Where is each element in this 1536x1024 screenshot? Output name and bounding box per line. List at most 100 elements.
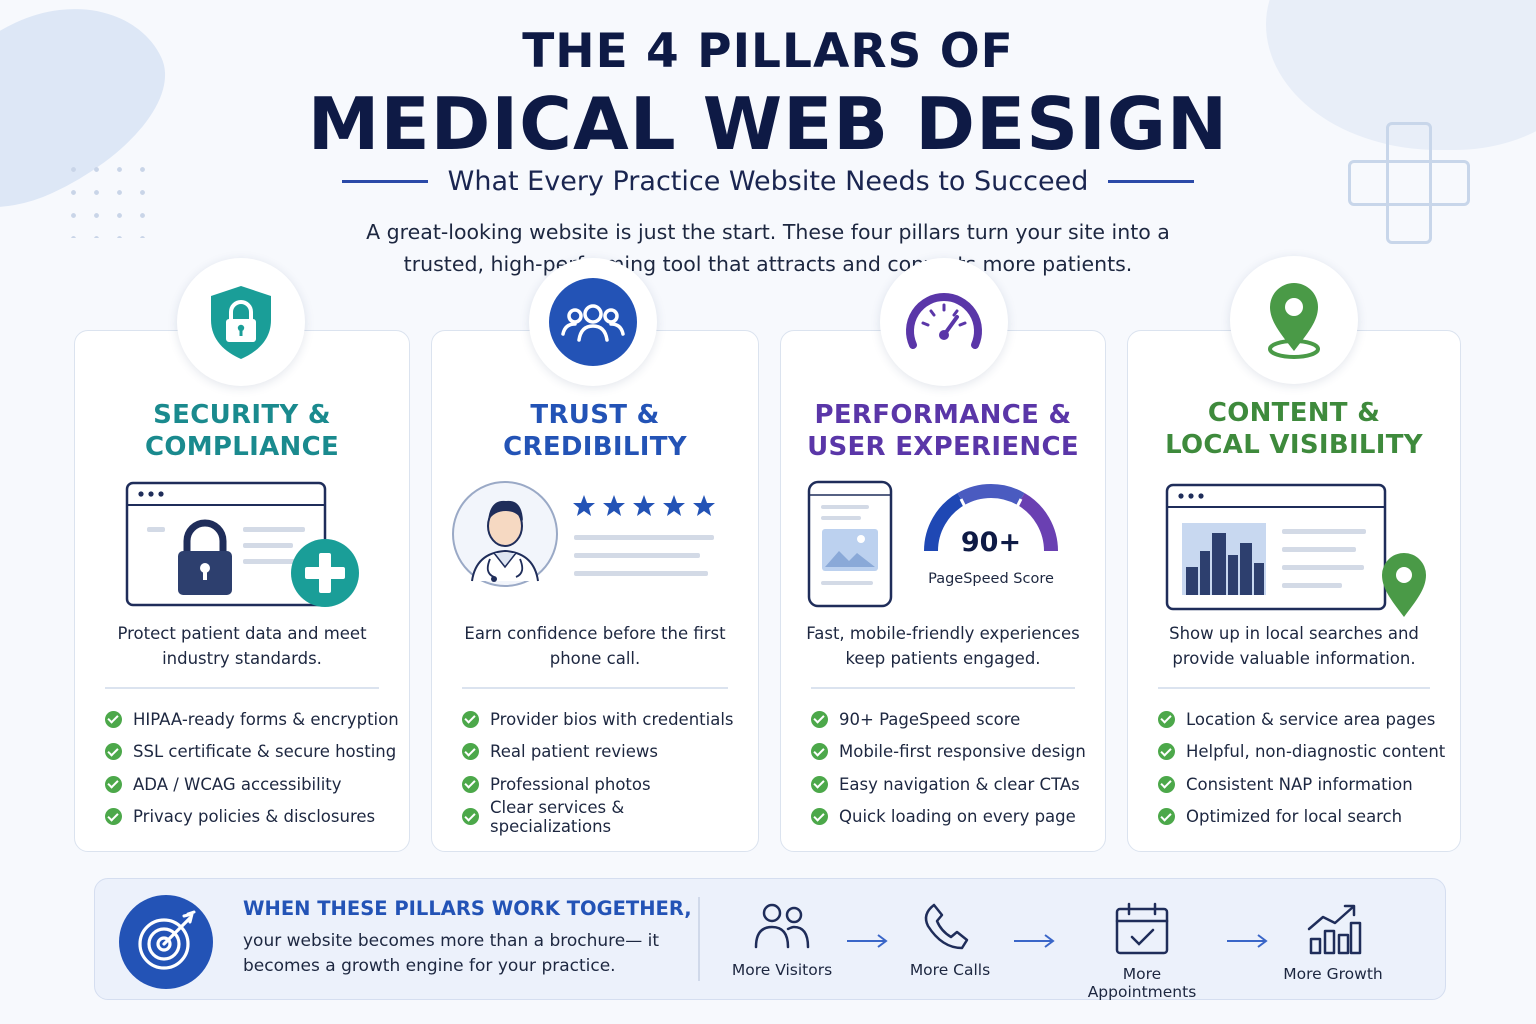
arrow-right-icon (1014, 934, 1055, 948)
pillar-description: Fast, mobile-friendly experiences keep p… (806, 624, 1080, 668)
list-item: ADA / WCAG accessibility (105, 768, 399, 801)
list-item: Real patient reviews (462, 736, 748, 769)
intro-text: A great-looking website is just the star… (366, 220, 1170, 276)
pillar-title: PERFORMANCE & USER EXPERIENCE (781, 399, 1105, 463)
performance-icon-badge (880, 258, 1008, 386)
browser-lock-illustration (125, 481, 359, 607)
security-icon-badge (177, 258, 305, 386)
content-illustration (1128, 471, 1460, 621)
gauge-label: PageSpeed Score (928, 571, 1054, 587)
browser-city-illustration (1165, 483, 1426, 617)
subtitle: What Every Practice Website Needs to Suc… (447, 166, 1089, 197)
list-item-label: Location & service area pages (1186, 709, 1436, 729)
list-item-label: Helpful, non-diagnostic content (1186, 742, 1446, 762)
list-item: Clear services & specializations (462, 797, 748, 836)
target-arrow-icon (138, 910, 196, 970)
pillar-checklist: HIPAA-ready forms & encryption SSL certi… (105, 703, 399, 833)
gauge-value: 90+ (961, 527, 1021, 558)
doctor-review-illustration (452, 481, 715, 587)
list-item: 90+ PageSpeed score (811, 703, 1095, 736)
pillar-title-line-2: USER EXPERIENCE (807, 432, 1079, 462)
subtitle-rule-left (341, 180, 428, 183)
pillar-title-line-1: TRUST & (530, 400, 660, 430)
pillar-divider (811, 687, 1075, 689)
check-icon (105, 743, 122, 761)
list-item: SSL certificate & secure hosting (105, 736, 399, 769)
check-icon (462, 710, 479, 728)
check-icon (1158, 775, 1175, 793)
check-icon (105, 808, 122, 826)
visitors-icon (754, 903, 810, 949)
pillar-card-security: SECURITY & COMPLIANCE Protect patient da… (74, 330, 410, 852)
dot-pattern (62, 158, 162, 238)
check-icon (462, 743, 479, 761)
check-icon (462, 808, 479, 826)
banner-separator (698, 897, 700, 981)
list-item-label: Consistent NAP information (1186, 774, 1413, 794)
trust-icon-badge (529, 258, 657, 386)
pillar-checklist: 90+ PageSpeed score Mobile-first respons… (811, 703, 1095, 833)
performance-illustration: 90+ PageSpeed Score (781, 471, 1105, 621)
step-more-appointments: More Appointments (1067, 901, 1217, 1001)
list-item-label: 90+ PageSpeed score (839, 709, 1021, 729)
step-label: More Calls (909, 961, 991, 979)
check-icon (105, 775, 122, 793)
five-stars-icon (573, 495, 715, 516)
pillar-card-content: CONTENT & LOCAL VISIBILITY Show up in lo… (1127, 330, 1461, 852)
pillar-title-line-1: CONTENT & (1207, 398, 1381, 428)
list-item-label: Mobile-first responsive design (839, 742, 1086, 762)
list-item-label: Easy navigation & clear CTAs (839, 774, 1080, 794)
subtitle-rule-right (1108, 180, 1195, 183)
map-pin-icon (1268, 283, 1320, 359)
trust-illustration (432, 471, 758, 621)
list-item: Mobile-first responsive design (811, 736, 1095, 769)
check-icon (1158, 743, 1175, 761)
check-icon (811, 710, 828, 728)
list-item: Quick loading on every page (811, 801, 1095, 834)
pillar-title: CONTENT & LOCAL VISIBILITY (1128, 397, 1460, 461)
pillar-divider (1158, 687, 1430, 689)
check-icon (811, 808, 828, 826)
title-line-2: MEDICAL WEB DESIGN (307, 82, 1229, 166)
check-icon (811, 775, 828, 793)
list-item-label: Optimized for local search (1186, 807, 1403, 827)
pillar-title: TRUST & CREDIBILITY (432, 399, 758, 463)
title-line-1: THE 4 PILLARS OF (522, 24, 1014, 79)
pillar-divider (105, 687, 379, 689)
step-label: More Appointments (1087, 965, 1197, 1001)
pillar-checklist: Location & service area pages Helpful, n… (1158, 703, 1450, 833)
list-item-label: SSL certificate & secure hosting (133, 742, 397, 762)
list-item-label: Privacy policies & disclosures (133, 807, 376, 827)
phone-icon (924, 903, 969, 950)
pillar-divider (462, 687, 728, 689)
list-item: Consistent NAP information (1158, 768, 1450, 801)
pillar-description: Show up in local searches and provide va… (1169, 624, 1419, 668)
pillar-title-line-1: PERFORMANCE & (814, 400, 1072, 430)
security-illustration (75, 471, 409, 621)
pillar-title-line-2: CREDIBILITY (503, 432, 687, 462)
list-item-label: Professional photos (490, 774, 651, 794)
list-item: Provider bios with credentials (462, 703, 748, 736)
step-label: More Visitors (731, 961, 833, 979)
step-more-calls: More Calls (875, 901, 1025, 979)
list-item: Helpful, non-diagnostic content (1158, 736, 1450, 769)
step-label: More Growth (1283, 965, 1383, 983)
check-icon (1158, 710, 1175, 728)
check-icon (1158, 808, 1175, 826)
calendar-check-icon (1115, 902, 1169, 955)
list-item: Professional photos (462, 768, 748, 801)
list-item-label: Quick loading on every page (839, 807, 1076, 827)
list-item-label: HIPAA-ready forms & encryption (133, 709, 399, 729)
banner-text: your website becomes more than a brochur… (243, 931, 660, 976)
list-item-label: Provider bios with credentials (490, 709, 734, 729)
shield-lock-icon (211, 286, 271, 359)
check-icon (105, 710, 122, 728)
list-item: HIPAA-ready forms & encryption (105, 703, 399, 736)
list-item-label: Clear services & specializations (490, 797, 625, 836)
growth-chart-icon (1307, 904, 1362, 955)
people-icon (549, 278, 637, 366)
step-more-visitors: More Visitors (707, 901, 857, 979)
list-item: Easy navigation & clear CTAs (811, 768, 1095, 801)
check-icon (811, 743, 828, 761)
pillar-title-line-1: SECURITY & (153, 400, 331, 430)
